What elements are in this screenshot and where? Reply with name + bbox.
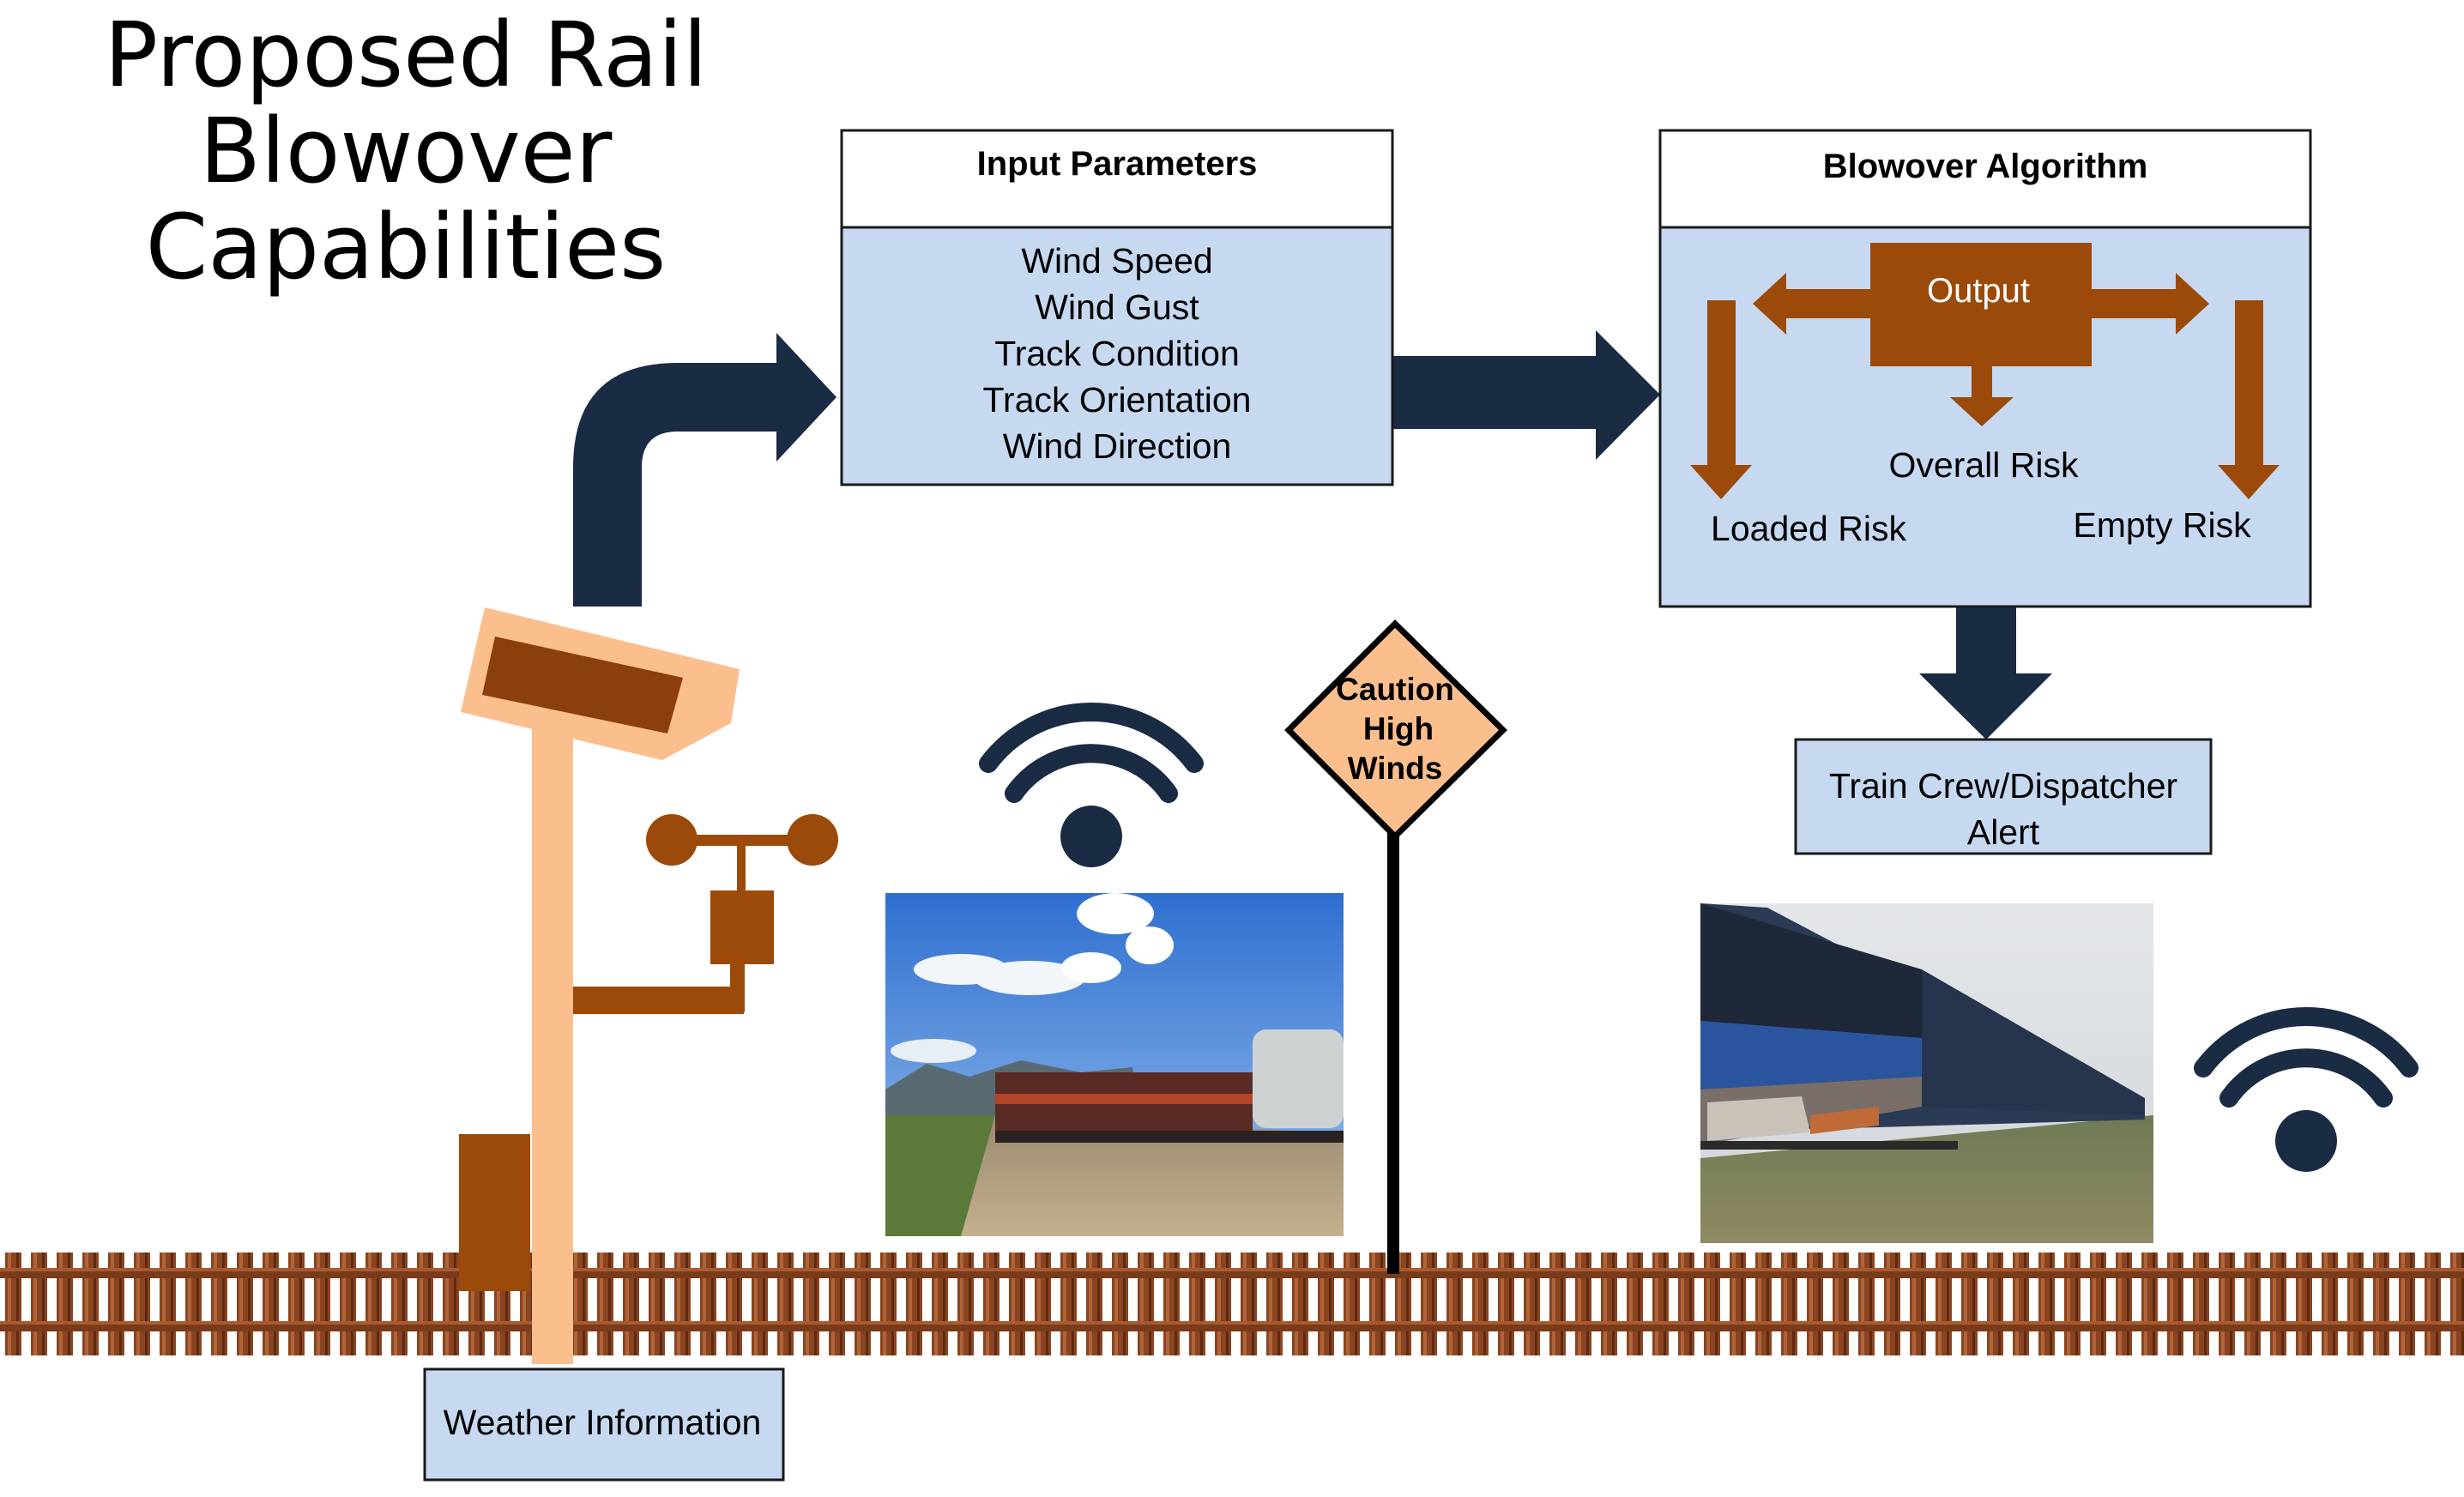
empty-risk-arrow <box>2218 300 2280 499</box>
anemometer-icon <box>646 814 838 964</box>
caution-sign-icon: Caution High Winds <box>1284 619 1507 1274</box>
loaded-risk-label: Loaded Risk <box>1711 509 1906 548</box>
wifi-icon <box>2194 1007 2419 1172</box>
curved-arrow <box>573 333 836 607</box>
output-left-arrow <box>1753 273 1870 335</box>
alert-line-1: Train Crew/Dispatcher <box>1829 766 2177 806</box>
weather-station-icon <box>459 607 838 1364</box>
param-wind-direction: Wind Direction <box>1003 426 1232 466</box>
wifi-icon <box>979 703 1204 867</box>
caution-line-2: High <box>1363 711 1434 746</box>
title-line-3: Capabilities <box>146 195 667 299</box>
output-block <box>1870 243 2092 366</box>
input-to-algorithm-arrow <box>1392 330 1660 460</box>
blowover-algorithm-box: Blowover Algorithm Output Overall Risk L… <box>1658 129 2312 608</box>
train-photo-left <box>885 893 1344 1236</box>
caution-line-1: Caution <box>1336 672 1454 707</box>
algorithm-to-alert-arrow <box>1919 607 2052 739</box>
loaded-risk-arrow <box>1690 300 1752 499</box>
title-line-2: Blowover <box>200 99 613 203</box>
blowover-algorithm-header: Blowover Algorithm <box>1823 148 2148 185</box>
param-wind-speed: Wind Speed <box>1021 241 1212 281</box>
param-track-orientation: Track Orientation <box>983 380 1252 420</box>
caution-line-3: Winds <box>1348 751 1443 786</box>
railroad-track-icon <box>0 1253 2464 1355</box>
train-photo-right <box>1700 903 2153 1243</box>
weather-information-box: Weather Information <box>423 1367 785 1482</box>
empty-risk-label: Empty Risk <box>2073 505 2251 545</box>
weather-information-label: Weather Information <box>444 1403 762 1442</box>
alert-line-2: Alert <box>1967 812 2040 852</box>
param-wind-gust: Wind Gust <box>1035 287 1199 327</box>
param-track-condition: Track Condition <box>994 334 1240 373</box>
input-parameters-box: Input Parameters Wind Speed Wind Gust Tr… <box>840 129 1394 486</box>
overall-risk-label: Overall Risk <box>1889 445 2079 485</box>
input-parameters-header: Input Parameters <box>977 145 1258 183</box>
output-down-arrow <box>1950 366 2014 426</box>
output-label: Output <box>1927 272 2030 310</box>
output-right-arrow <box>2092 273 2209 335</box>
alert-box: Train Crew/Dispatcher Alert <box>1794 738 2213 855</box>
title-line-1: Proposed Rail <box>104 3 707 107</box>
page-title: Proposed Rail Blowover Capabilities <box>104 3 707 299</box>
